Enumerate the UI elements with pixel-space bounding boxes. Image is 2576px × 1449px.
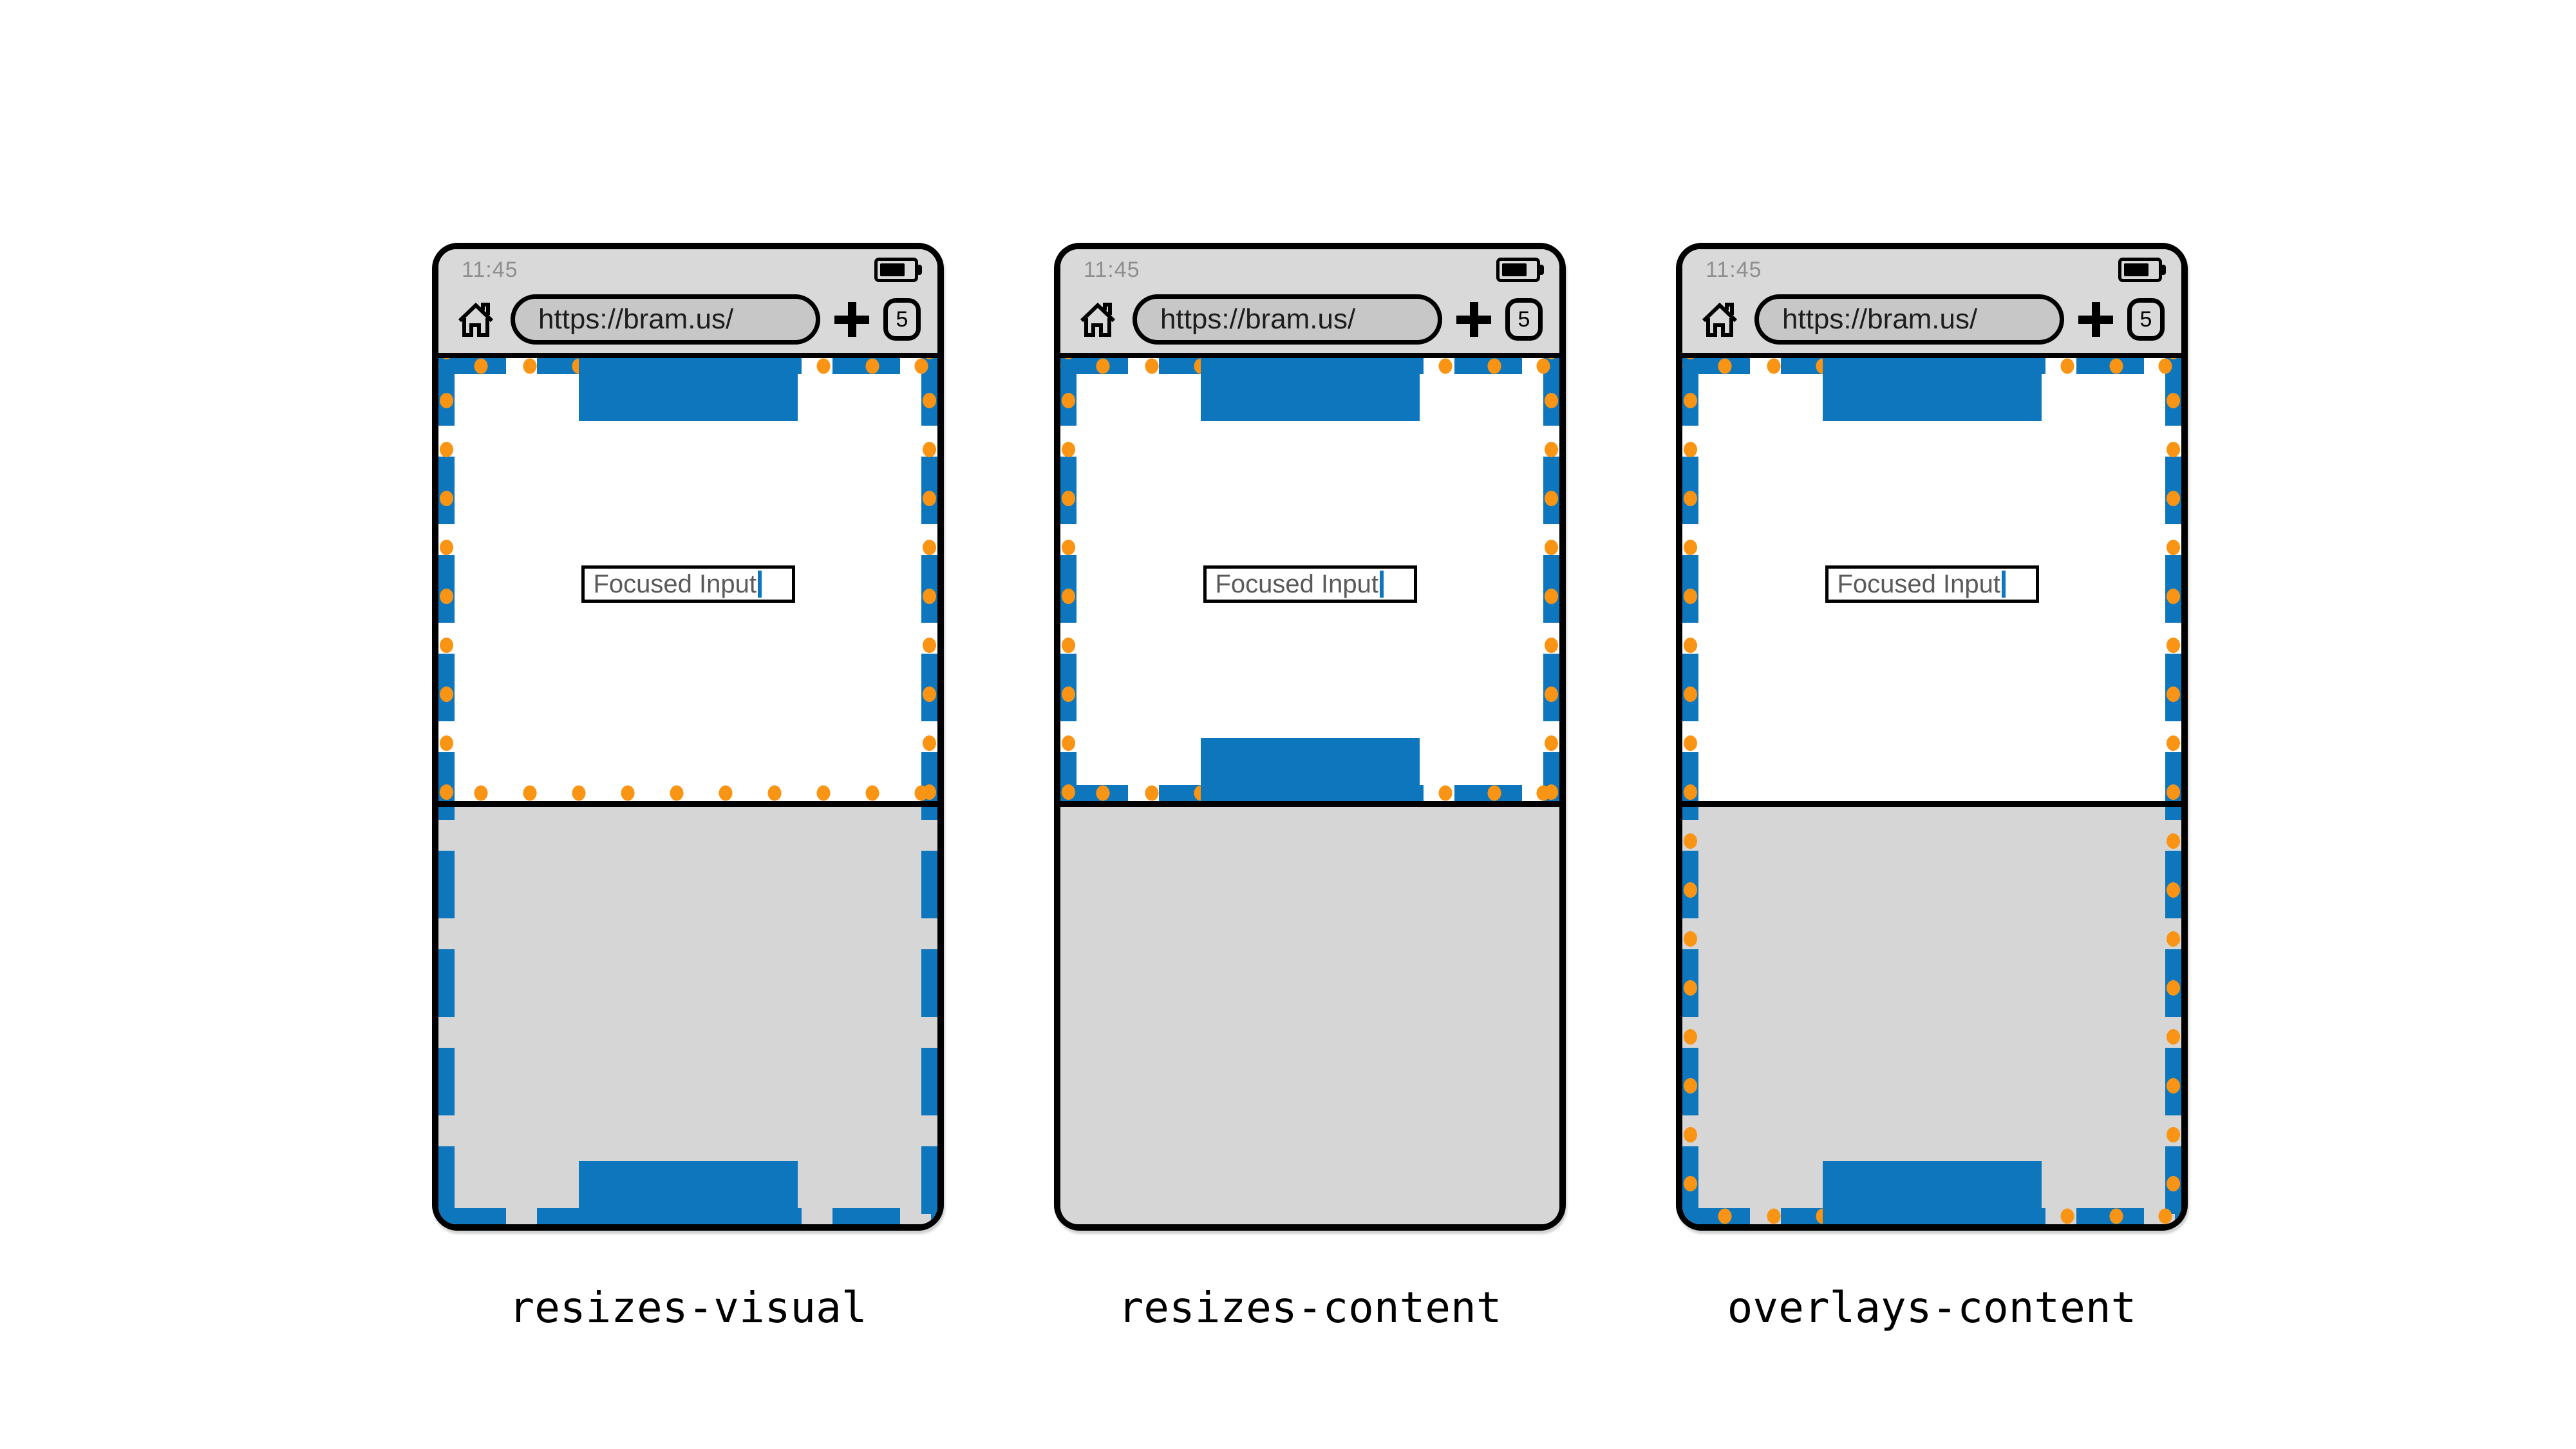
virtual-keyboard — [1682, 807, 2181, 1224]
caption-resizes-content: resizes-content — [1118, 1283, 1502, 1332]
url-text: https://bram.us/ — [1782, 303, 1978, 335]
page-header-bar — [578, 358, 798, 421]
battery-nub — [1540, 265, 1544, 275]
status-bar: 11:45 — [1706, 257, 2166, 283]
url-bar[interactable]: https://bram.us/ — [1133, 294, 1442, 345]
phone-screen: 11:45 https://bram.us/ — [438, 249, 937, 1224]
tab-counter[interactable]: 5 — [1505, 298, 1543, 341]
text-caret — [2002, 571, 2006, 598]
browser-toolbar: https://bram.us/ 5 — [1699, 290, 2165, 348]
caption-resizes-visual: resizes-visual — [509, 1283, 867, 1332]
focused-input[interactable]: Focused Input — [581, 565, 795, 603]
url-text: https://bram.us/ — [538, 303, 734, 335]
focused-input[interactable]: Focused Input — [1825, 565, 2039, 603]
browser-toolbar: https://bram.us/ 5 — [455, 290, 921, 348]
visual-viewport-dots-right — [2165, 358, 2181, 1224]
keyboard-top-edge — [1682, 801, 2181, 807]
input-value: Focused Input — [1215, 569, 1379, 598]
home-icon[interactable] — [455, 299, 496, 340]
home-icon[interactable] — [1699, 299, 1740, 340]
url-bar[interactable]: https://bram.us/ — [511, 294, 820, 345]
plus-icon[interactable] — [1456, 302, 1491, 337]
visual-viewport-dots-bottom — [438, 785, 937, 801]
page-header-bar — [1200, 358, 1420, 421]
text-caret — [758, 571, 762, 598]
visual-viewport-dots-left — [1682, 358, 1698, 1224]
status-bar: 11:45 — [462, 257, 922, 283]
caption-overlays-content: overlays-content — [1727, 1283, 2137, 1332]
phone-screen: 11:45 https://bram.us/ — [1060, 249, 1559, 1224]
page-footer-bar — [578, 1161, 798, 1224]
battery-fill — [1502, 263, 1527, 276]
visual-viewport-dots-left — [1060, 358, 1076, 801]
virtual-keyboard — [1060, 807, 1559, 1224]
battery-fill — [2124, 263, 2148, 276]
phone-resizes-visual: 11:45 https://bram.us/ — [432, 243, 944, 1231]
browser-chrome: 11:45 https://bram.us/ — [1060, 249, 1559, 353]
text-caret — [1380, 571, 1384, 598]
battery-nub — [2162, 265, 2166, 275]
input-value: Focused Input — [593, 569, 757, 598]
tab-count: 5 — [2139, 307, 2152, 332]
browser-toolbar: https://bram.us/ 5 — [1077, 290, 1543, 348]
browser-chrome: 11:45 https://bram.us/ — [438, 249, 937, 353]
visual-viewport-dots-left — [438, 358, 455, 801]
url-bar[interactable]: https://bram.us/ — [1754, 294, 2064, 345]
battery-icon — [874, 258, 922, 282]
visual-viewport-dots-right — [1543, 358, 1559, 801]
plus-icon[interactable] — [2078, 302, 2113, 337]
chrome-divider — [438, 353, 937, 358]
phone-overlays-content: 11:45 https://bram.us/ — [1676, 243, 2188, 1231]
battery-icon — [2118, 258, 2166, 282]
focused-input[interactable]: Focused Input — [1203, 565, 1417, 603]
tab-count: 5 — [1518, 307, 1530, 332]
tab-counter[interactable]: 5 — [883, 298, 921, 341]
status-time: 11:45 — [1084, 257, 1140, 282]
plus-icon[interactable] — [834, 302, 869, 337]
page-footer-bar — [1822, 1161, 2042, 1224]
phone-screen: 11:45 https://bram.us/ — [1682, 249, 2181, 1224]
battery-fill — [880, 263, 905, 276]
status-time: 11:45 — [1706, 257, 1762, 282]
phone-resizes-content: 11:45 https://bram.us/ — [1054, 243, 1566, 1231]
page-footer-bar — [1200, 738, 1420, 801]
virtual-keyboard — [438, 807, 937, 1224]
status-time: 11:45 — [462, 257, 518, 282]
battery-icon — [1496, 258, 1544, 282]
chrome-divider — [1682, 353, 2181, 358]
tab-count: 5 — [896, 307, 908, 332]
keyboard-top-edge — [438, 801, 937, 807]
chrome-divider — [1060, 353, 1559, 358]
input-value: Focused Input — [1837, 569, 2001, 598]
battery-nub — [918, 265, 922, 275]
tab-counter[interactable]: 5 — [2127, 298, 2165, 341]
keyboard-top-edge — [1060, 801, 1559, 807]
page-header-bar — [1822, 358, 2042, 421]
status-bar: 11:45 — [1084, 257, 1544, 283]
url-text: https://bram.us/ — [1160, 303, 1356, 335]
browser-chrome: 11:45 https://bram.us/ — [1682, 249, 2181, 353]
visual-viewport-dots-right — [921, 358, 937, 801]
home-icon[interactable] — [1077, 299, 1118, 340]
